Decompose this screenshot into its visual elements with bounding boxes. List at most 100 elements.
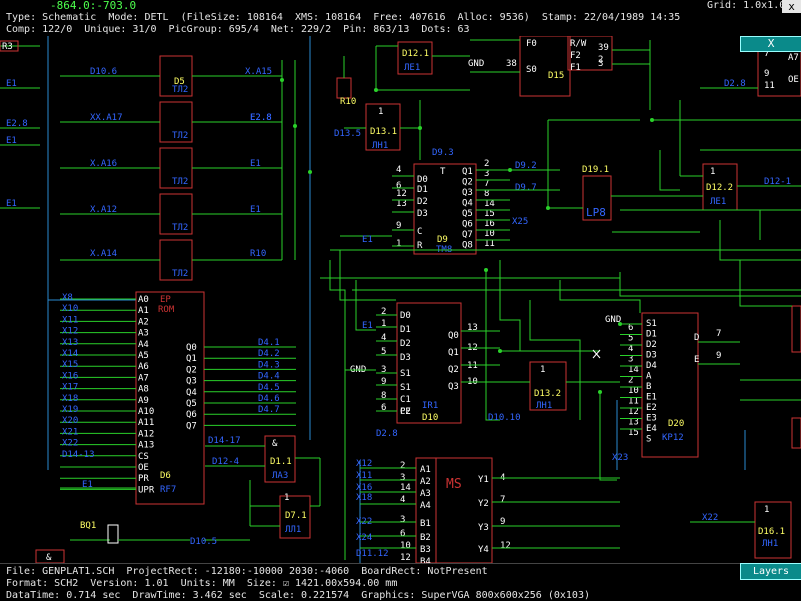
panel-close-button[interactable]: X (740, 36, 801, 52)
rom-pin-label: Q4 (186, 388, 197, 398)
net-label: D4.7 (258, 405, 280, 415)
rom-pin-label: A11 (138, 418, 154, 428)
gate-D13.2 (529, 361, 567, 411)
pin-label: D3 (417, 209, 428, 219)
net-label: D2.8 (724, 79, 746, 89)
net-label: E1 (6, 199, 17, 209)
rom-pin-label: Q5 (186, 399, 197, 409)
pin-label: B2 (420, 533, 431, 543)
pin-number: 5 (381, 347, 386, 357)
address-label: X14 (62, 349, 78, 359)
pin-number: 8 (381, 391, 386, 401)
gate-D16.1 (754, 501, 792, 559)
junction-dot (508, 168, 512, 172)
pin-label: E1 (646, 393, 657, 403)
pin-number: 15 (484, 209, 495, 219)
resistor-R3 (0, 40, 19, 52)
address-label: X13 (62, 338, 78, 348)
rom-pin-label: Q2 (186, 365, 197, 375)
pin-number: 7 (764, 49, 769, 59)
net-label: X25 (512, 217, 528, 227)
net-label: D10.10 (488, 413, 521, 423)
gate-symbol: 1 (764, 505, 769, 515)
pin-label: Y3 (478, 523, 489, 533)
net-label: X22 (356, 517, 372, 527)
pin-number: 9 (716, 351, 721, 361)
pin-number: 1 (396, 239, 401, 249)
wire (659, 150, 680, 191)
pin-label: D3 (400, 353, 411, 363)
pin-number: 9 (396, 221, 401, 231)
pin-label: Q0 (448, 331, 459, 341)
pin-number: 12 (628, 407, 639, 417)
pin-number: 3 (400, 515, 405, 525)
net-label: X16 (356, 483, 372, 493)
net-label: X12 (356, 459, 372, 469)
rom-pin-label: Q0 (186, 343, 197, 353)
pin-number: 4 (381, 333, 386, 343)
pin-label: Q1 (462, 167, 473, 177)
net-label: E2.8 (6, 119, 28, 129)
pin-number: 9 (764, 69, 769, 79)
pin-number: 10 (484, 229, 495, 239)
junction-dot (498, 349, 502, 353)
pin-label: D2 (417, 197, 428, 207)
pin-label: S0 (526, 65, 537, 75)
pin-number: 12 (396, 189, 407, 199)
info-header: -864.0:-703.0 Grid: 1.0x1.0 x Type: Sche… (0, 0, 801, 36)
rom-pin-label: Q7 (186, 421, 197, 431)
pin-label: D2 (400, 339, 411, 349)
chip-D10 (396, 302, 462, 424)
close-button[interactable]: x (782, 0, 801, 13)
rom-subtitle: ROM (158, 305, 175, 315)
rom-pin-label: Q1 (186, 354, 197, 364)
pin-label: R/W (570, 39, 587, 49)
net-label: E2.8 (250, 113, 272, 123)
part-ref-D6: D6 (160, 471, 171, 481)
pin-label: D1 (646, 330, 657, 340)
junction-dot (484, 268, 488, 272)
net-label: X.A15 (245, 67, 272, 77)
part-ref-R10: R10 (340, 97, 356, 107)
rom-pin-label: UPR (138, 485, 155, 495)
part-ref: D12.1 (402, 49, 429, 59)
net-label: D11.12 (356, 549, 389, 559)
net-label: D4.5 (258, 383, 280, 393)
address-label: X17 (62, 383, 78, 393)
pin-number: 2 (381, 307, 386, 317)
schematic-canvas[interactable]: R3E1E2.8E1E1TЛ2TЛ2TЛ2TЛ2TЛ2D5D10.6XX.A17… (0, 36, 801, 563)
net-label: D4.3 (258, 360, 280, 370)
pin-label: A2 (420, 477, 431, 487)
pin-label: Y1 (478, 475, 489, 485)
net-label: E1 (362, 321, 373, 331)
pin-number: 11 (628, 397, 639, 407)
net-label: X22 (702, 513, 718, 523)
gate-symbol: & (46, 553, 52, 563)
part-type-label: LP8 (586, 206, 606, 219)
pin-label: C2 (400, 407, 411, 417)
pin-number: 9 (500, 517, 505, 527)
pin-label: Q5 (462, 209, 473, 219)
net-label: XX.A17 (90, 113, 123, 123)
wire (599, 392, 617, 481)
layers-button[interactable]: Layers (740, 563, 801, 580)
gate-D7.1 (279, 495, 311, 539)
wire (329, 260, 346, 560)
pin-number: 2 (400, 461, 405, 471)
pin-number: 14 (484, 199, 495, 209)
chip-edge (791, 417, 801, 449)
net-label: E1 (250, 205, 261, 215)
pin-number: 3 (484, 169, 489, 179)
rom-title: EP (160, 295, 171, 305)
pin-label: Q3 (462, 188, 473, 198)
gate-symbol: 1 (540, 365, 545, 375)
net-label: E1 (6, 136, 17, 146)
junction-dot (650, 118, 654, 122)
part-ref: D13.1 (370, 127, 397, 137)
part-type-label: TЛ2 (172, 269, 188, 279)
pin-number: 6 (628, 323, 633, 333)
pin-label: E3 (646, 414, 657, 424)
pin-number: 14 (400, 483, 411, 493)
rom-pin-label: A8 (138, 385, 149, 395)
gate-symbol: 1 (710, 167, 715, 177)
